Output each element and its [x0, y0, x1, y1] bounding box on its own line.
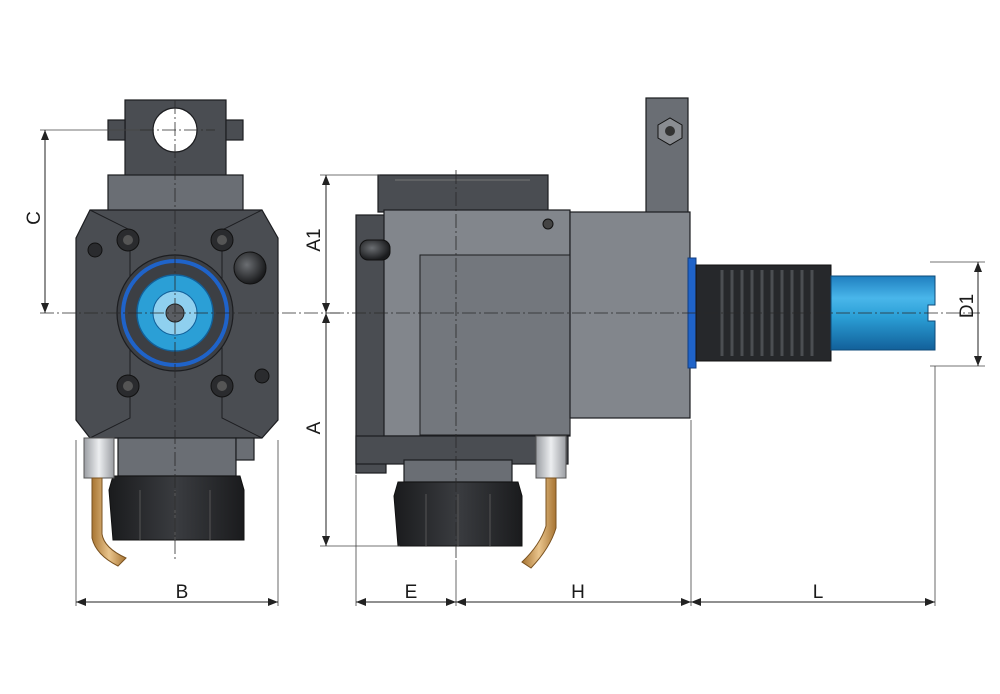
dimension-lines: [40, 129, 985, 606]
coolant-pipe: [91, 477, 127, 567]
clamp-arm: [645, 97, 689, 217]
dimension-labels: B E H L C A1 A D1: [24, 211, 978, 603]
top-block: [377, 174, 549, 213]
clamp-lug-right: [225, 119, 244, 141]
coolant-nozzle-side: [535, 435, 567, 479]
spindle-housing: [569, 211, 691, 419]
coolant-pipe-side: [521, 477, 557, 569]
dim-label-c: C: [24, 211, 45, 225]
dim-label-b: B: [176, 582, 189, 603]
plug-icon: [233, 251, 267, 285]
lower-housing: [117, 437, 237, 477]
coolant-nozzle: [83, 437, 115, 479]
bolt-icons: [87, 228, 270, 398]
side-view: [355, 97, 936, 569]
front-view: [75, 99, 279, 567]
dim-label-h: H: [571, 582, 585, 603]
side-housing-face: [419, 254, 571, 436]
dim-label-l: L: [813, 582, 824, 603]
dim-label-d1: D1: [957, 294, 978, 318]
plug-icon-side: [359, 239, 391, 261]
center-lines: [40, 100, 980, 560]
dim-label-a1: A1: [304, 228, 325, 251]
dim-label-a: A: [304, 421, 325, 434]
dim-label-e: E: [405, 582, 418, 603]
lower-housing-side: [355, 435, 569, 465]
clamp-nut: [108, 475, 245, 541]
flange-step: [107, 174, 244, 216]
